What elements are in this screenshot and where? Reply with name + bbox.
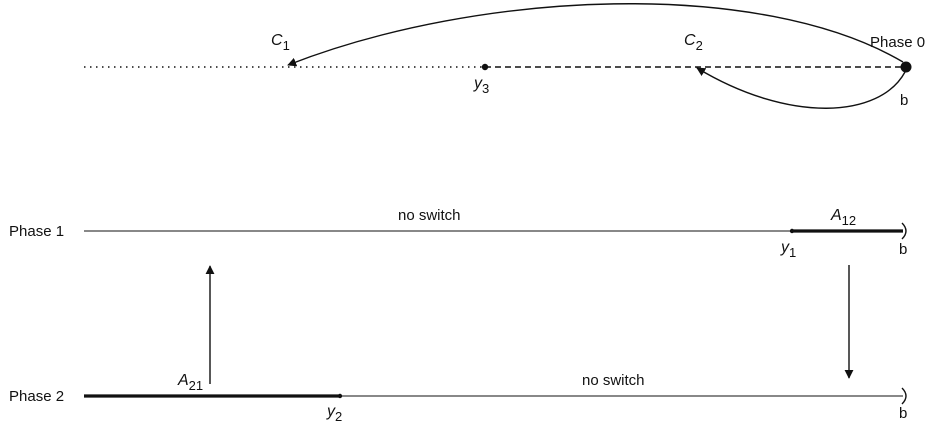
phase-1-group: Phase 1 no switch A12 y1 b (9, 207, 907, 260)
y2-label: y2 (326, 403, 342, 424)
phase-2-region-text: no switch (582, 372, 645, 389)
phase-1-region-text: no switch (398, 207, 461, 224)
y1-label: y1 (780, 239, 796, 260)
phase-1-end-bracket (901, 222, 907, 240)
y3-point (481, 63, 489, 71)
a12-label: A12 (830, 207, 856, 228)
phase-0-endpoint (900, 61, 912, 73)
phase-0-group: C1 C2 y3 Phase 0 b (84, 3, 925, 109)
c1-label: C1 (271, 32, 290, 53)
phase-2-end-bracket (901, 387, 907, 405)
y3-label: y3 (473, 75, 489, 96)
y1-point (789, 228, 795, 234)
phase-2-group: Phase 2 no switch A21 y2 b (9, 372, 907, 424)
phase-1-label: Phase 1 (9, 223, 64, 240)
a21-label: A21 (177, 372, 203, 393)
phase-0-endpoint-label: b (900, 92, 908, 109)
c2-label: C2 (684, 32, 703, 53)
c2-jump-arrow (696, 67, 906, 109)
phase-1-endpoint-label: b (899, 241, 907, 258)
phase-0-label: Phase 0 (870, 34, 925, 51)
y2-point (337, 393, 343, 399)
c1-jump-arrow (287, 3, 904, 67)
phase-2-endpoint-label: b (899, 405, 907, 422)
phase-2-label: Phase 2 (9, 388, 64, 405)
